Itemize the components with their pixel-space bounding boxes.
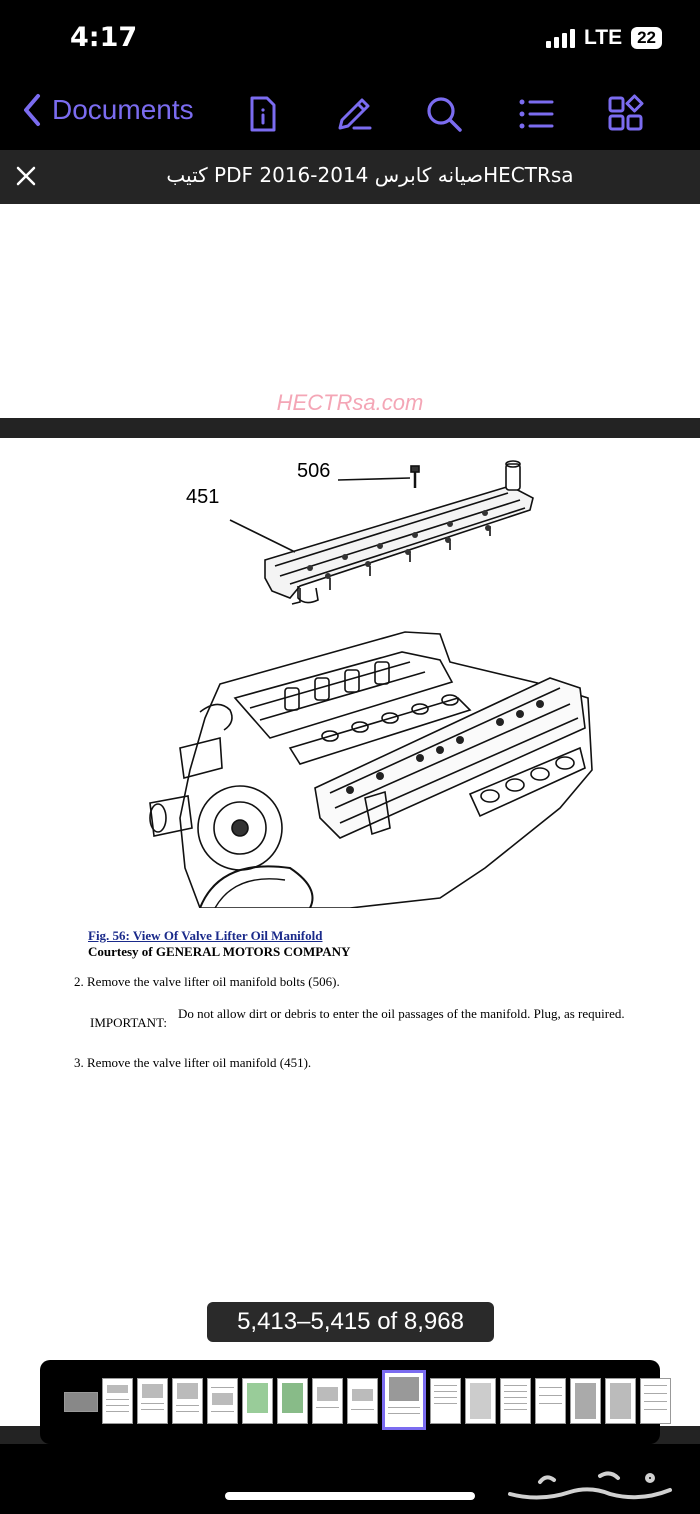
outline-list-icon[interactable] [516, 94, 556, 134]
important-label: IMPORTANT: [90, 1015, 167, 1030]
pdf-page-previous[interactable]: HECTRsa.com [0, 204, 700, 418]
page-thumbnail[interactable] [64, 1392, 98, 1412]
page-thumbnail[interactable] [347, 1378, 378, 1424]
thumbnail-scrubber[interactable] [40, 1360, 671, 1444]
step-3-text: 3. Remove the valve lifter oil manifold … [74, 1055, 312, 1070]
page-thumbnail[interactable] [312, 1378, 343, 1424]
leader-line-506 [337, 477, 411, 481]
page-counter: 5,413–5,415 of 8,968 [207, 1302, 494, 1342]
page-thumbnail[interactable] [500, 1378, 531, 1424]
page-thumbnail-selected[interactable] [382, 1370, 426, 1430]
valve-lifter-oil-manifold [264, 460, 534, 605]
page-thumbnail[interactable] [207, 1378, 238, 1424]
thumbnail-list [64, 1370, 671, 1430]
battery-indicator: 22 [631, 27, 662, 49]
page-thumbnail[interactable] [640, 1378, 671, 1424]
page-thumbnail[interactable] [605, 1378, 636, 1424]
page-thumbnail[interactable] [277, 1378, 308, 1424]
page-separator [0, 418, 700, 438]
back-label: Documents [52, 94, 194, 125]
document-title: كتيب PDF صيانه كابرس 2014-2016HECTRsa [166, 163, 574, 187]
search-icon[interactable] [424, 94, 464, 134]
page-thumbnail[interactable] [570, 1378, 601, 1424]
status-bar: 4:17 LTE 22 [0, 0, 700, 78]
page-thumbnail[interactable] [535, 1378, 566, 1424]
page-thumbnail[interactable] [465, 1378, 496, 1424]
home-indicator[interactable] [225, 1492, 475, 1500]
step-2-text: 2. Remove the valve lifter oil manifold … [74, 974, 340, 989]
page-thumbnail[interactable] [242, 1378, 273, 1424]
pdf-page-current[interactable]: 506 451 Fig. 56: View Of Valve Lifter Oi… [0, 438, 700, 1426]
figure-courtesy: Courtesy of GENERAL MOTORS COMPANY [88, 944, 351, 959]
page-watermark: HECTRsa.com [276, 390, 424, 415]
callout-506: 506 [297, 460, 331, 482]
page-thumbnail[interactable] [430, 1378, 461, 1424]
watermark-logo [508, 1471, 672, 1500]
leader-line-451 [229, 519, 296, 553]
status-time: 4:17 [70, 22, 138, 53]
network-type: LTE [583, 26, 623, 49]
important-text: Do not allow dirt or debris to enter the… [178, 1006, 625, 1021]
page-thumbnail[interactable] [172, 1378, 203, 1424]
engine-block [149, 631, 593, 908]
pencil-icon[interactable] [334, 94, 374, 134]
page-thumbnail[interactable] [137, 1378, 168, 1424]
callout-451: 451 [186, 486, 220, 508]
engine-diagram [149, 460, 593, 908]
close-icon[interactable] [14, 164, 38, 188]
back-button[interactable]: Documents [20, 92, 194, 128]
chevron-left-icon [24, 94, 40, 126]
figure-caption-link[interactable]: Fig. 56: View Of Valve Lifter Oil Manifo… [88, 928, 323, 943]
document-info-icon[interactable] [243, 94, 283, 134]
toolbar: Documents [0, 78, 700, 150]
page-thumbnail[interactable] [102, 1378, 133, 1424]
thumbnails-grid-icon[interactable] [606, 94, 646, 134]
status-indicators: LTE 22 [545, 26, 662, 50]
signal-icon [545, 28, 575, 48]
document-title-bar: كتيب PDF صيانه كابرس 2014-2016HECTRsa [0, 150, 700, 204]
